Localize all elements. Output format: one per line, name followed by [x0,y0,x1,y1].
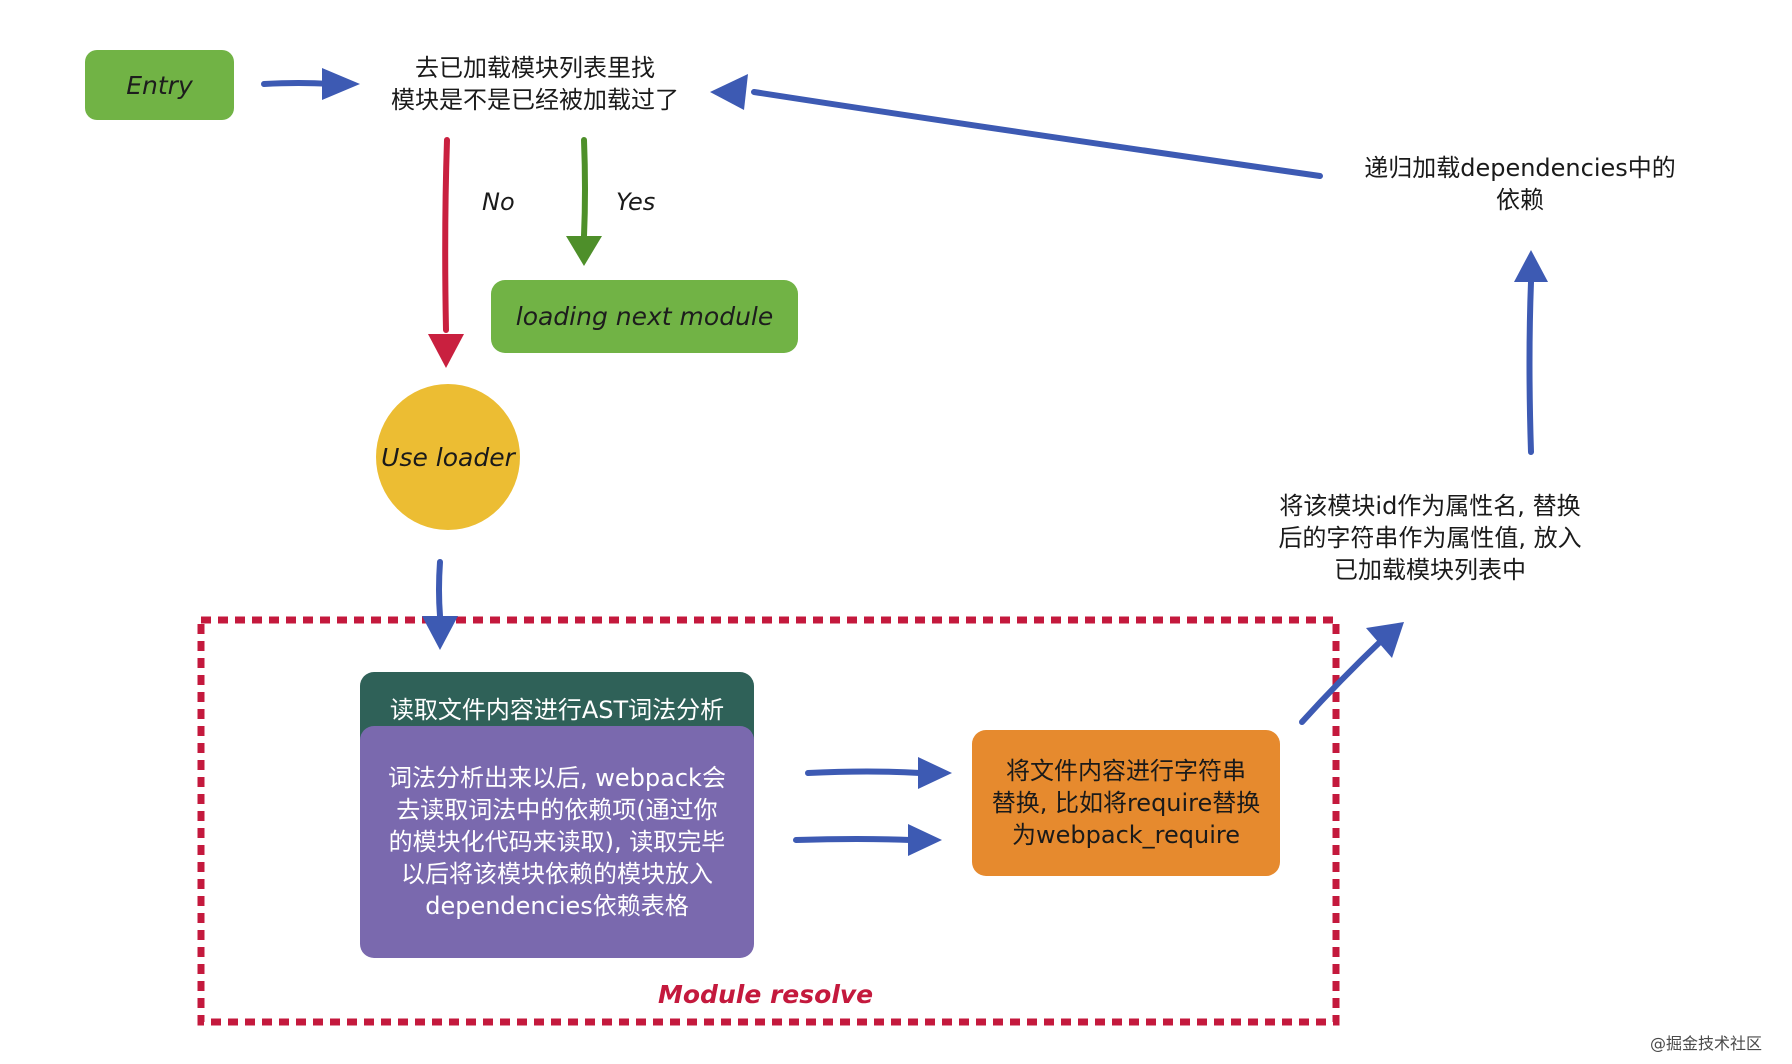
arrow-replace-to-store [1299,622,1404,725]
edge-label-yes: Yes [616,188,656,216]
use-loader-label: Use loader [381,442,515,472]
check-loaded-text: 去已加载模块列表里找 模块是不是已经被加载过了 [391,54,679,114]
use-loader-node: Use loader [376,384,520,530]
watermark: @掘金技术社区 [1650,1034,1763,1053]
edge-label-no: No [482,188,515,216]
next-module-node: loading next module [491,280,798,353]
module-resolve-region [197,616,1340,1026]
dependencies-label: 词法分析出来以后, webpack会 去读取词法中的依赖项(通过你 的模块化代码… [388,764,726,920]
entry-node: Entry [85,50,234,120]
arrow-yes [566,137,602,266]
next-module-label: loading next module [515,302,774,331]
ast-header-label: 读取文件内容进行AST词法分析 [389,696,725,724]
arrow-deps-to-replace-1 [805,757,952,789]
replace-label: 将文件内容进行字符串 替换, 比如将require替换 为webpack_req… [991,757,1261,849]
module-resolve-label: Module resolve [658,980,874,1009]
arrow-entry-to-check [261,68,360,100]
dependencies-node: 词法分析出来以后, webpack会 去读取词法中的依赖项(通过你 的模块化代码… [360,726,754,958]
arrow-no [428,137,464,368]
entry-label: Entry [126,70,193,100]
replace-node: 将文件内容进行字符串 替换, 比如将require替换 为webpack_req… [972,730,1280,876]
arrow-deps-to-replace-2 [793,824,942,856]
arrow-store-to-recurse [1514,250,1548,455]
arrow-loader-to-ast [422,559,458,650]
arrow-recurse-to-check [710,74,1323,179]
store-text: 将该模块id作为属性名, 替换 后的字符串作为属性值, 放入 已加载模块列表中 [1278,492,1582,584]
recurse-text: 递归加载dependencies中的 依赖 [1364,154,1676,214]
